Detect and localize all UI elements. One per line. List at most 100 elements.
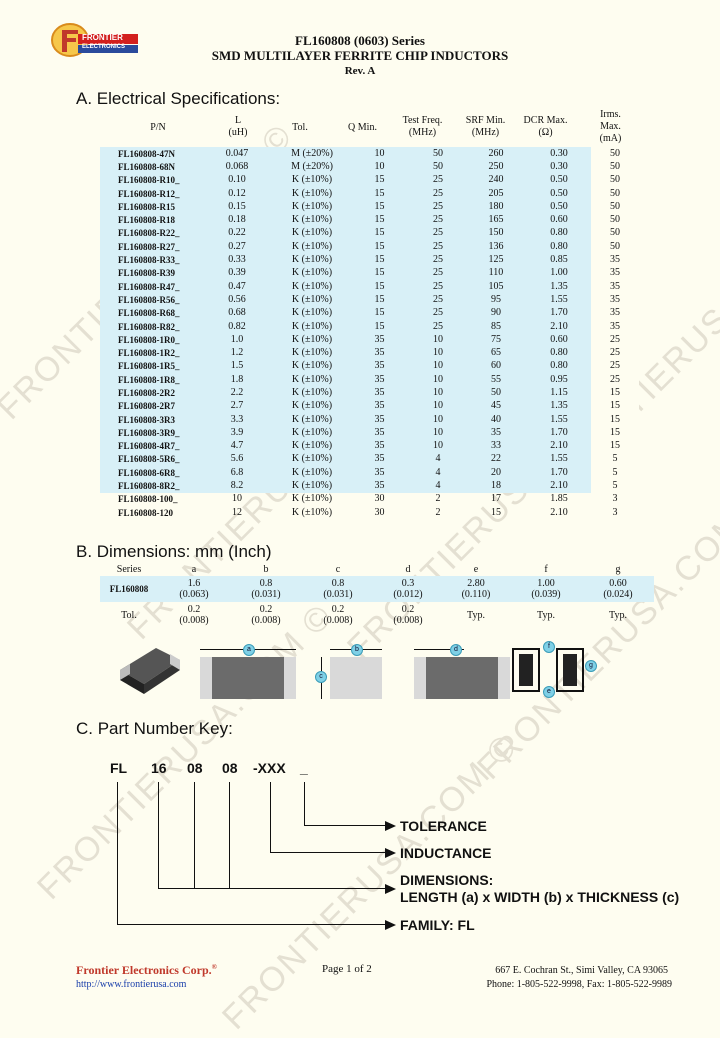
label-dimensions-detail: LENGTH (a) x WIDTH (b) x THICKNESS (c) (400, 889, 680, 905)
cell-l: 6.8 (198, 466, 276, 480)
footer-address: 667 E. Cochran St., Simi Valley, CA 9306… (495, 965, 668, 976)
chip-top-view (200, 657, 296, 699)
cell-dcr: 2.10 (550, 506, 568, 518)
cell-dcr: 1.15 (527, 386, 591, 400)
cell-l: 1.8 (198, 373, 276, 387)
cell-tol: K (±10%) (276, 426, 348, 440)
cell-freq: 10 (411, 426, 465, 440)
dim-c-bubble: c (315, 671, 327, 683)
cell-pn: FL160808-5R6_ (100, 452, 198, 467)
dim-header: b (263, 564, 269, 575)
cell-tol: K (±10%) (276, 226, 348, 241)
dim-cell: 0.2(0.008) (323, 604, 353, 626)
cell-q: 35 (348, 452, 411, 467)
cell-tol: K (±10%) (276, 399, 348, 413)
cell-srf: 136 (465, 240, 527, 254)
cell-l: 4.7 (198, 439, 276, 453)
header-dcr-unit: (Ω) (538, 127, 553, 138)
cell-q: 35 (348, 386, 411, 400)
cell-tol: K (±10%) (276, 213, 348, 227)
dim-cell: 2.80(0.110) (461, 578, 491, 600)
dim-cell: Typ. (609, 609, 627, 621)
logo-line2: ELECTRONICS (82, 44, 126, 50)
cell-dcr: 0.30 (527, 160, 591, 174)
cell-tol: K (±10%) (276, 466, 348, 480)
cell-srf: 20 (465, 466, 527, 480)
cell-pn: FL160808-2R2 (100, 386, 198, 400)
cell-pn: FL160808-R27_ (100, 240, 198, 254)
cell-l: 1.5 (198, 359, 276, 374)
footer-tm: ® (211, 963, 217, 971)
pad-layout-right (556, 648, 584, 692)
code-width: 08 (187, 760, 203, 776)
cell-q: 35 (348, 399, 411, 413)
cell-srf: 33 (465, 439, 527, 453)
cell-dcr: 2.10 (527, 319, 591, 334)
cell-irms: 5 (591, 479, 639, 493)
cell-q: 15 (348, 319, 411, 334)
dim-value-row: FL160808 1.6(0.063) 0.8(0.031) 0.8(0.031… (100, 576, 654, 602)
page-number: Page 1 of 2 (322, 963, 372, 975)
dim-a-bubble: a (243, 644, 255, 656)
cell-irms: 15 (591, 399, 639, 413)
dim-cell: 0.2(0.008) (179, 604, 209, 626)
cell-pn: FL160808-3R3 (100, 412, 198, 427)
cell-q: 15 (348, 279, 411, 294)
cell-srf: 110 (465, 266, 527, 280)
cell-srf: 95 (465, 293, 527, 307)
cell-l: 0.68 (198, 306, 276, 320)
cell-tol: K (±10%) (276, 319, 348, 334)
cell-tol: K (±10%) (276, 439, 348, 453)
cell-tol: M (±20%) (276, 160, 348, 174)
cell-q: 35 (348, 346, 411, 360)
dim-cell: 1.00(0.039) (531, 578, 561, 600)
dimensions-table: Series a b c d e f g FL160808 1.6(0.063)… (100, 563, 654, 628)
cell-srf: 45 (465, 399, 527, 413)
code-length: 16 (151, 760, 167, 776)
cell-l: 1.0 (198, 333, 276, 347)
dim-e-bubble: e (543, 686, 555, 698)
cell-l: 1.2 (198, 346, 276, 360)
cell-tol: K (±10%) (276, 452, 348, 467)
dim-cell: 0.3(0.012) (393, 578, 423, 600)
arrow-icon (385, 848, 396, 858)
cell-freq: 25 (411, 173, 465, 187)
cell-freq: 25 (411, 266, 465, 280)
cell-dcr: 0.80 (527, 346, 591, 360)
cell-pn: FL160808-R56_ (100, 293, 198, 307)
cell-srf: 165 (465, 213, 527, 227)
arrow-icon (385, 884, 396, 894)
cell-freq: 25 (411, 213, 465, 227)
cell-irms: 25 (591, 333, 639, 347)
cell-pn: FL160808-68N (100, 160, 198, 174)
cell-pn: FL160808-R68_ (100, 306, 198, 320)
footer-url[interactable]: http://www.frontierusa.com (76, 979, 187, 990)
cell-pn: FL160808-R12_ (100, 186, 198, 201)
dim-series-name: FL160808 (109, 583, 149, 594)
cell-dcr: 2.10 (527, 479, 591, 493)
cell-dcr: 1.55 (527, 412, 591, 427)
cell-irms: 25 (591, 359, 639, 374)
cell-q: 10 (348, 160, 411, 174)
cell-freq: 2 (435, 506, 441, 518)
company-logo: FRONTIER ELECTRONICS (48, 22, 140, 58)
cell-pn: FL160808-R39 (100, 266, 198, 280)
cell-dcr: 0.80 (527, 240, 591, 254)
arrow-icon (385, 821, 396, 831)
dim-header: d (405, 564, 411, 575)
cell-pn: FL160808-3R9_ (100, 426, 198, 440)
series-title: FL160808 (0603) Series (295, 33, 425, 48)
cell-srf: 75 (465, 333, 527, 347)
cell-l: 0.47 (198, 279, 276, 294)
cell-freq: 25 (411, 279, 465, 294)
cell-irms: 50 (591, 213, 639, 227)
dim-cell: 0.60(0.024) (603, 578, 633, 600)
